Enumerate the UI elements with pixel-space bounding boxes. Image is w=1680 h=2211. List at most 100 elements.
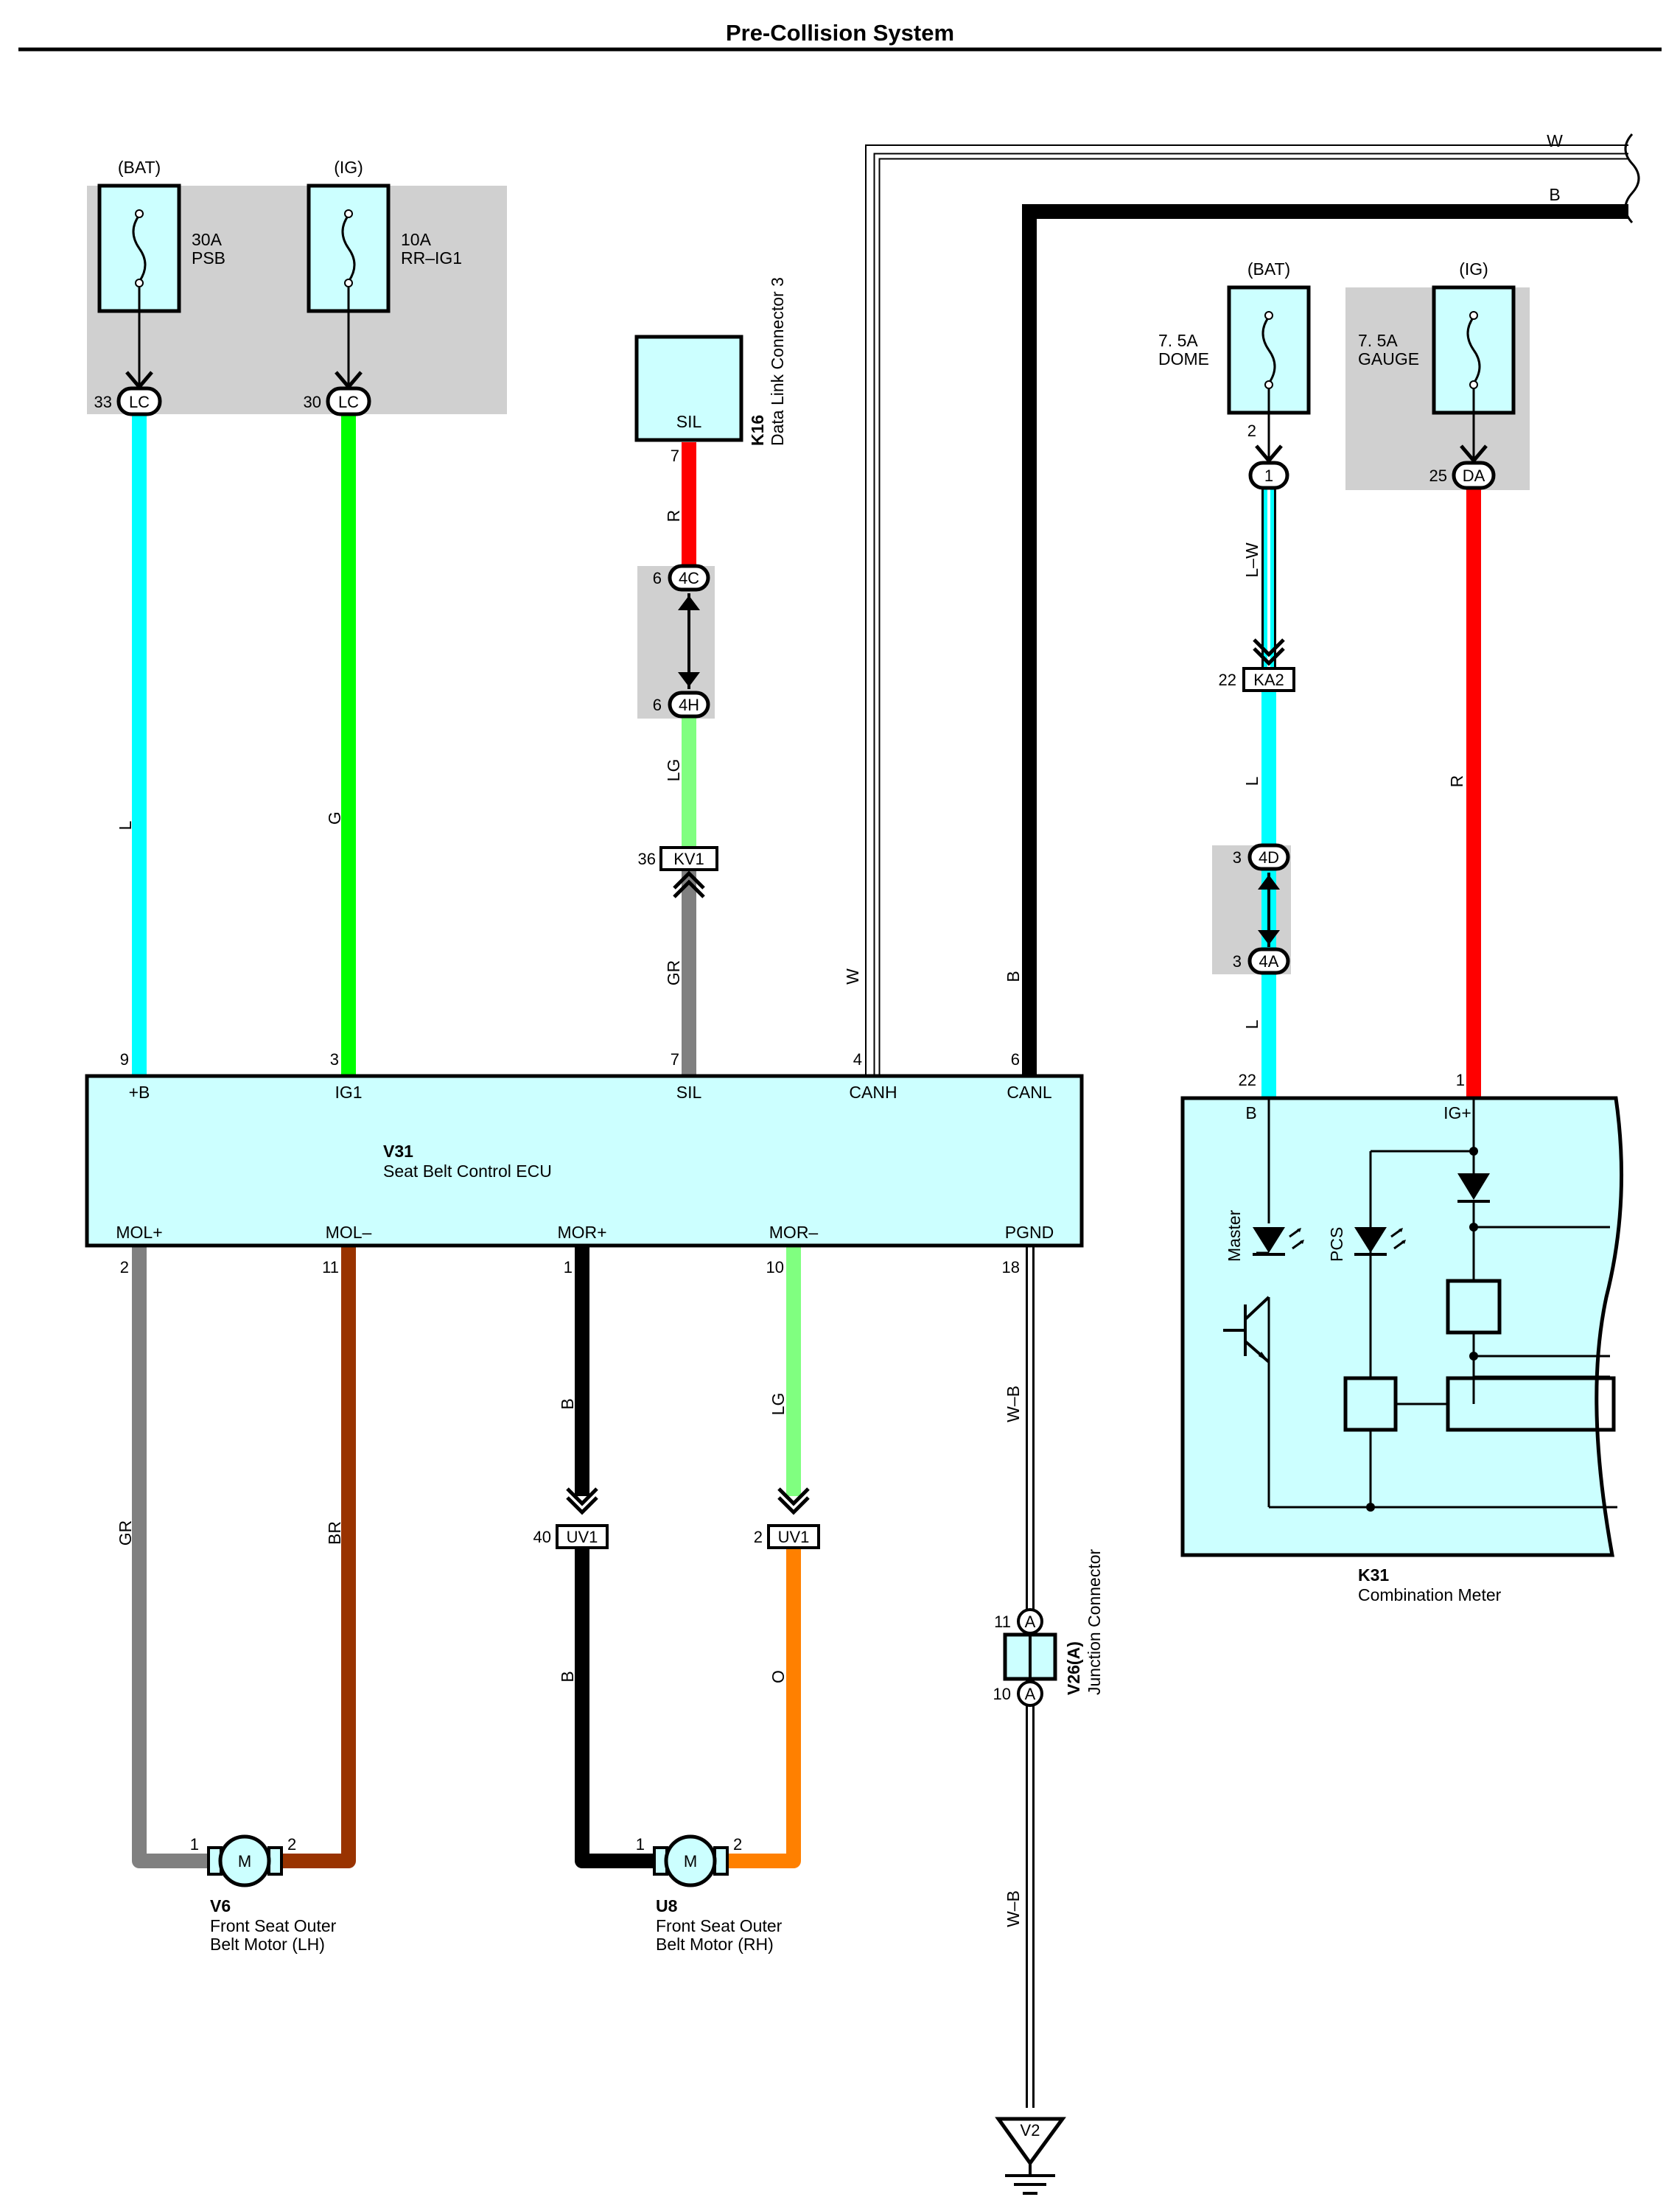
data-link-connector-k16: SIL 7 K16 Data Link Connector 3 — [634, 277, 787, 465]
svg-text:Data Link Connector 3: Data Link Connector 3 — [768, 277, 787, 446]
svg-text:Master: Master — [1225, 1209, 1244, 1262]
svg-text:DOME: DOME — [1158, 349, 1209, 368]
wire-label-l-mid: L — [1242, 776, 1261, 786]
svg-text:UV1: UV1 — [567, 1528, 598, 1546]
svg-text:30: 30 — [304, 393, 321, 411]
fuse-rr-ig1: (IG) 10A RR–IG1 LC 30 — [304, 158, 462, 416]
connector-4d: 4D 3 — [1233, 843, 1290, 871]
chevron-down-icon — [777, 1487, 810, 1506]
fuse-gauge: (IG) 7. 5A GAUGE DA 25 — [1358, 259, 1516, 490]
wire-label-w-can: W — [843, 968, 862, 985]
svg-text:K16: K16 — [748, 415, 767, 446]
wire-label-g: G — [325, 811, 344, 825]
wire-label-b-mor-low: B — [558, 1671, 577, 1682]
wire-label-wb-low: W–B — [1004, 1890, 1023, 1927]
svg-text:22: 22 — [1219, 671, 1236, 689]
chevron-down-icon — [566, 1487, 598, 1506]
svg-text:Belt Motor (RH): Belt Motor (RH) — [656, 1935, 774, 1954]
motor-icon — [664, 1834, 717, 1887]
svg-text:7: 7 — [671, 1050, 679, 1069]
svg-text:1: 1 — [1264, 467, 1273, 485]
pcs-led-icon — [1354, 1227, 1387, 1253]
page-title: Pre-Collision System — [726, 20, 954, 46]
svg-text:+B: +B — [129, 1083, 150, 1102]
wire-label-b-top: B — [1549, 185, 1560, 204]
svg-text:25: 25 — [1429, 467, 1447, 485]
svg-text:(BAT): (BAT) — [118, 158, 161, 177]
connector-uv1-2: UV1 2 — [754, 1487, 820, 1549]
svg-text:6: 6 — [1011, 1050, 1020, 1069]
ground-v2: V2 — [995, 2117, 1066, 2195]
svg-text:V26(A): V26(A) — [1064, 1641, 1083, 1695]
svg-text:Front Seat Outer: Front Seat Outer — [656, 1916, 783, 1935]
svg-text:Junction Connector: Junction Connector — [1085, 1548, 1104, 1695]
wire-break-mark — [1624, 133, 1640, 224]
arrow-up-icon — [1258, 875, 1280, 890]
svg-text:10: 10 — [993, 1685, 1011, 1703]
driver-block — [1446, 1376, 1616, 1432]
svg-text:IG+: IG+ — [1443, 1103, 1471, 1122]
wire-label-lg-mor: LG — [769, 1393, 788, 1416]
svg-text:Front Seat Outer: Front Seat Outer — [210, 1916, 337, 1935]
svg-text:IG1: IG1 — [335, 1083, 362, 1102]
wire-label-l-low: L — [1242, 1019, 1261, 1029]
svg-text:MOR+: MOR+ — [557, 1223, 606, 1242]
svg-text:18: 18 — [1002, 1258, 1020, 1276]
svg-text:DA: DA — [1463, 467, 1485, 485]
svg-text:UV1: UV1 — [778, 1528, 810, 1546]
wire-o-mor — [722, 1548, 801, 1868]
connector-4h: 4H 6 — [653, 691, 710, 719]
connector-arrow-icon — [1460, 444, 1488, 464]
svg-text:SIL: SIL — [676, 412, 702, 431]
svg-text:4H: 4H — [679, 696, 699, 714]
svg-text:7. 5A: 7. 5A — [1358, 331, 1398, 350]
svg-text:MOR–: MOR– — [769, 1223, 819, 1242]
svg-text:PCS: PCS — [1327, 1227, 1346, 1262]
wire-label-r-gauge: R — [1447, 775, 1466, 788]
svg-text:2: 2 — [754, 1528, 763, 1546]
wire-label-lw: L–W — [1242, 542, 1261, 578]
svg-text:KA2: KA2 — [1253, 671, 1284, 689]
wire-label-gr-mol: GR — [116, 1520, 135, 1546]
svg-text:30A: 30A — [192, 230, 223, 249]
svg-text:CANH: CANH — [849, 1083, 897, 1102]
seat-belt-control-ecu: 9 +B 3 IG1 7 SIL 4 CANH 6 CANL V31 Seat … — [85, 1050, 1084, 1276]
svg-text:6: 6 — [653, 569, 662, 587]
svg-text:V6: V6 — [210, 1896, 231, 1915]
wire-label-w-top: W — [1547, 131, 1563, 150]
svg-text:M: M — [684, 1852, 697, 1871]
svg-text:MOL–: MOL– — [326, 1223, 372, 1242]
svg-text:PGND: PGND — [1005, 1223, 1054, 1242]
connector-arrow-icon — [1255, 444, 1283, 464]
wire-b-canl — [1022, 204, 1628, 1076]
svg-text:SIL: SIL — [676, 1083, 702, 1102]
svg-text:7: 7 — [671, 447, 679, 465]
svg-text:Combination Meter: Combination Meter — [1358, 1585, 1502, 1604]
svg-text:4D: 4D — [1259, 848, 1279, 867]
coil-icon — [1446, 1279, 1502, 1335]
fuse-symbol-icon — [341, 214, 356, 282]
fuse-psb: (BAT) 30A PSB LC 33 — [94, 158, 225, 416]
svg-text:36: 36 — [638, 850, 656, 868]
svg-text:10A: 10A — [401, 230, 432, 249]
combination-meter-k31: 22 1 B IG+ — [1180, 1071, 1624, 1604]
svg-text:LC: LC — [129, 393, 150, 411]
svg-text:LC: LC — [338, 393, 359, 411]
connector-ka2: KA2 22 — [1219, 638, 1295, 692]
wire-label-l: L — [116, 820, 135, 830]
svg-text:4C: 4C — [679, 569, 699, 587]
svg-text:10: 10 — [766, 1258, 784, 1276]
svg-text:PSB: PSB — [192, 248, 225, 268]
svg-text:B: B — [1245, 1103, 1256, 1122]
svg-text:1: 1 — [1456, 1071, 1465, 1089]
svg-text:U8: U8 — [656, 1896, 678, 1915]
fuse-symbol-icon — [1261, 316, 1276, 384]
wire-label-b-mor-up: B — [558, 1398, 577, 1409]
wire-b-mor-lower — [575, 1548, 659, 1868]
svg-text:2: 2 — [120, 1258, 129, 1276]
arrow-down-icon — [678, 672, 700, 687]
connector-kv1: KV1 36 — [638, 846, 718, 898]
svg-text:MOL+: MOL+ — [116, 1223, 162, 1242]
svg-text:Seat Belt Control ECU: Seat Belt Control ECU — [383, 1162, 552, 1181]
